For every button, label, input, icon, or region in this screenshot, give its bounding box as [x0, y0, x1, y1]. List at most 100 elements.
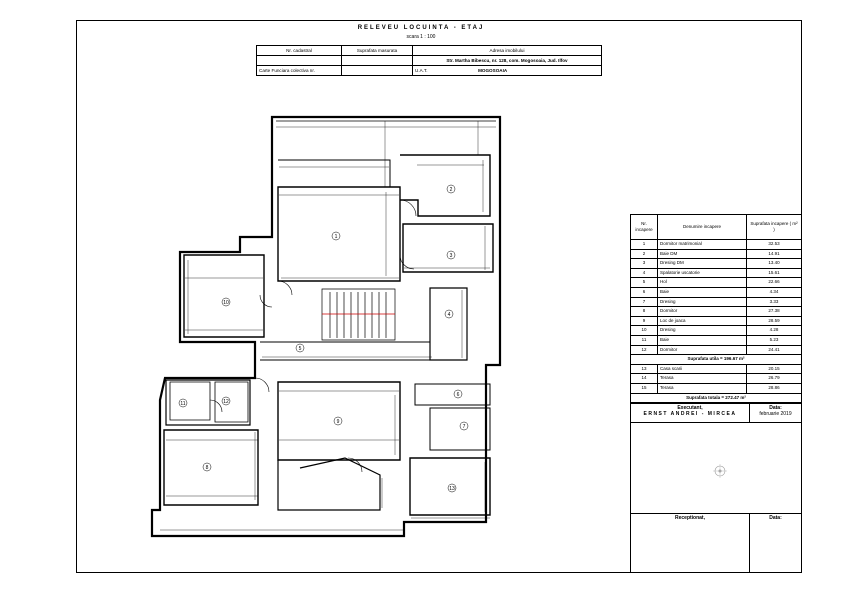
room-area: 4.34: [746, 286, 802, 298]
room-area: 27.38: [746, 306, 802, 317]
executant-label: Executant,: [677, 405, 703, 411]
date-label: Data:: [769, 405, 782, 411]
header-table: Nr. cadastral Suprafata masurata Adresa …: [256, 45, 602, 76]
room-nr: 11: [630, 334, 658, 346]
room-nr: 9: [630, 315, 658, 327]
room-marker-label: 10: [223, 300, 229, 306]
room-name: Terasa: [657, 373, 747, 384]
room-marker: [453, 389, 463, 399]
executant-name: ERNST ANDREI - MIRCEA: [643, 411, 737, 417]
room-area: 32.53: [746, 239, 802, 250]
room-area: 15.61: [746, 267, 802, 279]
room-name: Dresing: [657, 325, 747, 336]
room-nr: 8: [630, 306, 658, 317]
room-name: Dresing: [657, 296, 747, 308]
room-marker: [295, 343, 305, 353]
room-marker-label: 7: [463, 424, 466, 430]
room-marker-label: 6: [457, 392, 460, 398]
room-area: 4.28: [746, 325, 802, 336]
room-nr: 7: [630, 296, 658, 308]
rooms-header-nr: Nr. incapere: [630, 214, 658, 240]
room-marker-label: 12: [223, 399, 229, 405]
drawing-title: RELEVEU LOCUINTA - ETAJ: [357, 25, 485, 31]
date-label-2: Data:: [769, 515, 782, 521]
room-marker: [444, 309, 454, 319]
room-marker-label: 11: [180, 401, 185, 407]
room-marker: [331, 231, 341, 241]
room-name: Loc de joaca: [657, 315, 747, 327]
room-marker-label: 13: [449, 486, 455, 492]
room-marker: [178, 398, 188, 408]
receptionat-cell: Receptionat,: [630, 513, 750, 573]
room-area: 20.15: [746, 363, 802, 375]
dimension-lines: [160, 121, 496, 531]
room-nr: 12: [630, 344, 658, 356]
room-area: 28.86: [746, 382, 802, 394]
receptionat-label: Receptionat,: [674, 515, 705, 521]
room-name: Dresing DM: [657, 258, 747, 269]
room-nr: 1: [630, 239, 658, 250]
stamp-icon: [713, 464, 727, 478]
room-name: Spalatorie uscatorie: [657, 267, 747, 279]
room-marker-label: 5: [299, 346, 302, 352]
room-nr: 15: [630, 382, 658, 394]
uat-value: MOGOSOAIA: [478, 68, 508, 73]
stamp-area: [630, 422, 802, 514]
date-value: februarie 2019: [759, 411, 792, 417]
room-marker-label: 1: [335, 234, 338, 240]
room-nr: 2: [630, 248, 658, 260]
rooms-header-area: Suprafata incapere ( m² ): [746, 214, 802, 240]
room-marker-label: 9: [337, 419, 340, 425]
room-nr: 4: [630, 267, 658, 279]
room-marker-label: 3: [450, 253, 453, 259]
room-marker: [333, 416, 343, 426]
drawing-scale: scara 1 : 100: [406, 34, 436, 40]
room-marker-label: 4: [448, 312, 451, 318]
room-area: 13.40: [746, 258, 802, 269]
executant-cell: Executant, ERNST ANDREI - MIRCEA: [630, 403, 750, 423]
room-area: 22.66: [746, 277, 802, 288]
room-marker: [447, 483, 457, 493]
date-cell-2: Data:: [749, 513, 802, 573]
rooms-table: Nr. incapere Denumire incapere Suprafata…: [630, 214, 802, 404]
room-marker-label: 8: [206, 465, 209, 471]
room-nr: 3: [630, 258, 658, 269]
drawing-frame: [76, 20, 802, 573]
room-area: 14.91: [746, 248, 802, 260]
date-cell: Data: februarie 2019: [749, 403, 802, 423]
grand-total: Suprafata totala = 272.47 m²: [630, 392, 802, 404]
room-marker-label: 2: [450, 187, 453, 193]
room-area: 5.23: [746, 334, 802, 346]
room-nr: 10: [630, 325, 658, 336]
room-name: Baie: [657, 286, 747, 298]
room-marker: [221, 297, 231, 307]
room-name: Hol: [657, 277, 747, 288]
room-name: Baie: [657, 334, 747, 346]
room-name: Casa scarii: [657, 363, 747, 375]
rooms-header-name: Denumire incapere: [657, 214, 747, 240]
room-marker: [446, 184, 456, 194]
signature-block: Executant, ERNST ANDREI - MIRCEA Data: f…: [630, 403, 802, 573]
room-name: Dormitor matrimonial: [657, 239, 747, 250]
room-name: Terasa: [657, 382, 747, 394]
room-area: 28.59: [746, 315, 802, 327]
room-area: 3.33: [746, 296, 802, 308]
room-area: 26.79: [746, 373, 802, 384]
room-marker: [202, 462, 212, 472]
